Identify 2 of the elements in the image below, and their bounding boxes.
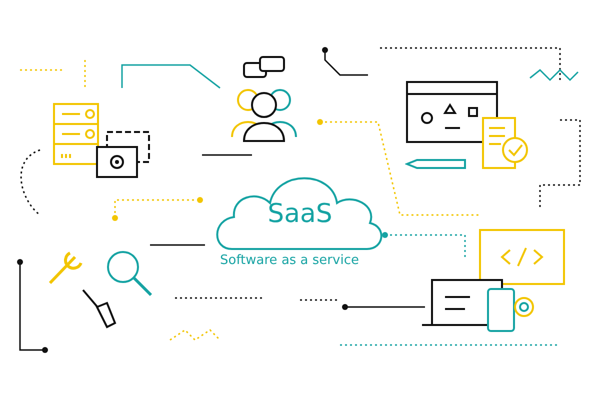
cloud-title: SaaS [266, 199, 334, 229]
cloud-caption: Software as a service [220, 253, 359, 268]
